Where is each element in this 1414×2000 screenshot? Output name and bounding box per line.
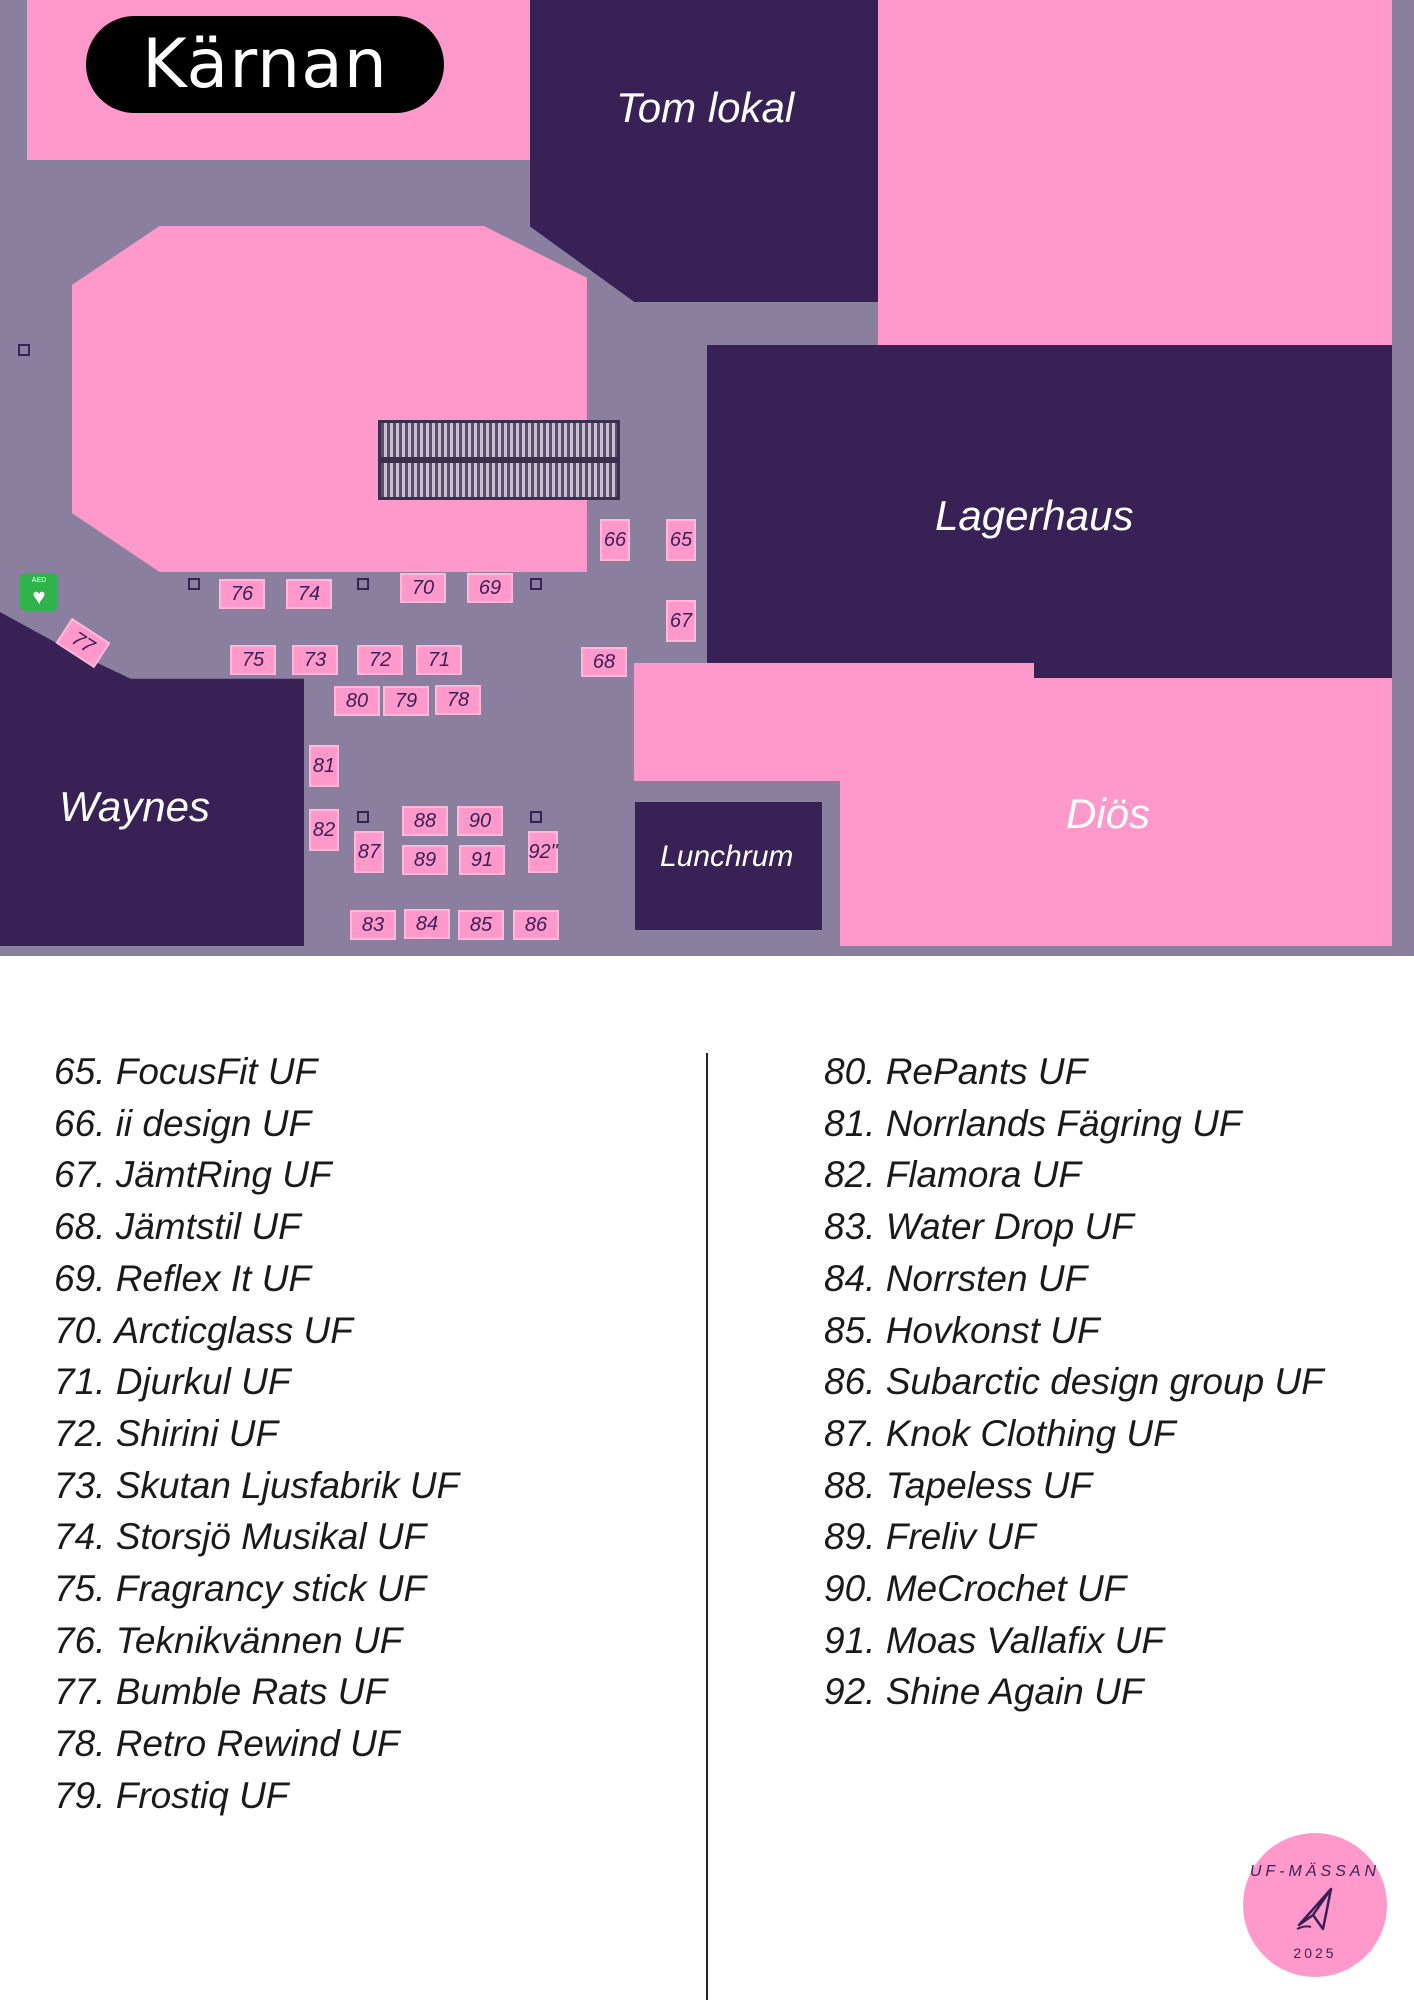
- list-item: 77. Bumble Rats UF: [54, 1671, 388, 1713]
- booth-75[interactable]: 75: [230, 645, 276, 675]
- booth-80[interactable]: 80: [334, 686, 380, 716]
- booth-72[interactable]: 72: [357, 645, 403, 675]
- list-item: 89. Freliv UF: [824, 1516, 1036, 1558]
- pillar: [18, 344, 30, 356]
- badge-year: 2025: [1293, 1945, 1337, 1961]
- list-item: 82. Flamora UF: [824, 1154, 1082, 1196]
- booth-71[interactable]: 71: [416, 645, 462, 675]
- list-item: 71. Djurkul UF: [54, 1361, 291, 1403]
- badge-title: UF-MÄSSAN: [1249, 1863, 1381, 1880]
- booth-85[interactable]: 85: [458, 910, 504, 940]
- list-item: 74. Storsjö Musikal UF: [54, 1516, 427, 1558]
- booth-67[interactable]: 67: [666, 600, 696, 642]
- booth-66[interactable]: 66: [600, 519, 630, 561]
- booth-65[interactable]: 65: [666, 519, 696, 561]
- list-item: 91. Moas Vallafix UF: [824, 1619, 1164, 1661]
- booth-83[interactable]: 83: [350, 910, 396, 940]
- aed-sign: AED ♥: [20, 573, 58, 611]
- pillar: [188, 578, 200, 590]
- lunchrum-area: [635, 802, 822, 930]
- pillar: [530, 578, 542, 590]
- lagerhaus-area: [707, 345, 1392, 663]
- booth-92[interactable]: 92": [528, 831, 558, 873]
- store-label-lagerhaus: Lagerhaus: [935, 492, 1134, 539]
- column-divider: [706, 1053, 708, 2000]
- list-item: 66. ii design UF: [54, 1102, 312, 1144]
- list-item: 90. MeCrochet UF: [824, 1568, 1127, 1610]
- pillar: [357, 811, 369, 823]
- heart-lightning-icon: ♥: [32, 583, 46, 609]
- list-item: 80. RePants UF: [824, 1051, 1088, 1092]
- aed-label: AED: [31, 576, 47, 584]
- list-item: 85. Hovkonst UF: [824, 1309, 1100, 1351]
- booth-68[interactable]: 68: [581, 647, 627, 677]
- list-item: 87. Knok Clothing UF: [824, 1412, 1176, 1454]
- list-item: 76. Teknikvännen UF: [54, 1619, 403, 1661]
- booth-74[interactable]: 74: [286, 579, 332, 609]
- booth-86[interactable]: 86: [513, 910, 559, 940]
- exhibitor-list-left: 65. FocusFit UF 66. ii design UF 67. Jäm…: [54, 1046, 459, 1822]
- list-item: 92. Shine Again UF: [824, 1671, 1144, 1713]
- booth-84[interactable]: 84: [404, 909, 450, 939]
- list-item: 84. Norrsten UF: [824, 1257, 1088, 1299]
- list-item: 83. Water Drop UF: [824, 1206, 1134, 1248]
- store-label-tom-lokal: Tom lokal: [616, 84, 795, 131]
- booth-81[interactable]: 81: [309, 745, 339, 787]
- booth-82[interactable]: 82: [309, 809, 339, 851]
- dios-area: [840, 680, 1392, 946]
- karnan-logo: Kärnan: [86, 16, 444, 113]
- booth-89[interactable]: 89: [402, 845, 448, 875]
- list-item: 68. Jämtstil UF: [54, 1206, 301, 1248]
- list-item: 72. Shirini UF: [54, 1412, 279, 1454]
- pillar: [357, 578, 369, 590]
- list-item: 65. FocusFit UF: [54, 1051, 318, 1092]
- list-item: 75. Fragrancy stick UF: [54, 1568, 427, 1610]
- uf-massan-badge: UF-MÄSSAN 2025: [1243, 1833, 1387, 1977]
- list-item: 81. Norrlands Fägring UF: [824, 1102, 1242, 1144]
- list-item: 79. Frostiq UF: [54, 1774, 289, 1816]
- list-item: 67. JämtRing UF: [54, 1154, 332, 1196]
- pillar: [530, 811, 542, 823]
- list-item: 78. Retro Rewind UF: [54, 1723, 400, 1765]
- booth-76[interactable]: 76: [219, 579, 265, 609]
- tom-lokal-area: [530, 0, 878, 302]
- list-item: 86. Subarctic design group UF: [824, 1361, 1324, 1403]
- lagerhaus-lower-area: [1034, 620, 1392, 678]
- escalator: [378, 420, 620, 500]
- central-store-area: [72, 226, 587, 572]
- top-right-store-area: [878, 0, 1392, 382]
- booth-90[interactable]: 90: [457, 806, 503, 836]
- paper-plane-icon: [1293, 1885, 1337, 1943]
- booth-78[interactable]: 78: [435, 685, 481, 715]
- store-label-waynes: Waynes: [59, 783, 210, 830]
- booth-73[interactable]: 73: [292, 645, 338, 675]
- booth-70[interactable]: 70: [400, 573, 446, 603]
- booth-69[interactable]: 69: [467, 573, 513, 603]
- list-item: 73. Skutan Ljusfabrik UF: [54, 1464, 460, 1506]
- list-item: 70. Arcticglass UF: [54, 1309, 353, 1351]
- store-label-dios: Diös: [1066, 790, 1151, 837]
- booth-79[interactable]: 79: [383, 686, 429, 716]
- booth-88[interactable]: 88: [402, 806, 448, 836]
- exhibitor-list-right: 80. RePants UF 81. Norrlands Fägring UF …: [824, 1046, 1324, 1718]
- store-label-lunchrum: Lunchrum: [660, 840, 794, 873]
- list-item: 69. Reflex It UF: [54, 1257, 312, 1299]
- floor-map: Kärnan Tom lokal Lagerhaus Waynes Diös L…: [0, 0, 1414, 956]
- booth-87[interactable]: 87: [354, 831, 384, 873]
- list-item: 88. Tapeless UF: [824, 1464, 1093, 1506]
- booth-91[interactable]: 91: [459, 845, 505, 875]
